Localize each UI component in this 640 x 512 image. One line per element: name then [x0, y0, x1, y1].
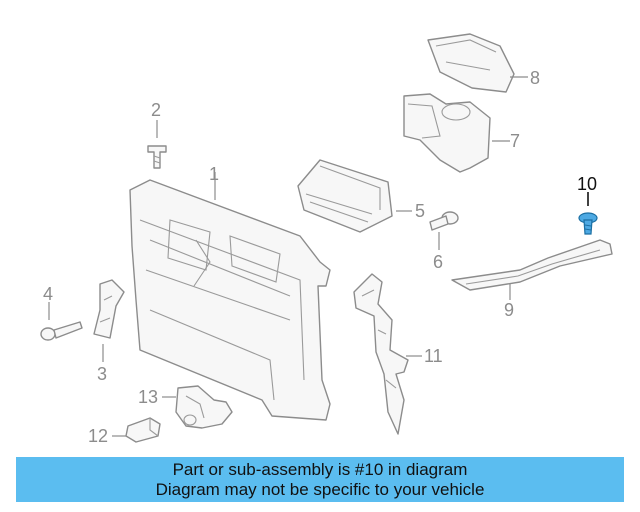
info-banner: Part or sub-assembly is #10 in diagram D… [16, 457, 624, 502]
banner-line-1: Part or sub-assembly is #10 in diagram [172, 459, 468, 479]
part-10-bolt[interactable] [578, 212, 598, 235]
part-8-intake-duct[interactable] [427, 33, 515, 93]
callout-1: 1 [209, 164, 219, 184]
part-12-switch[interactable] [125, 417, 161, 443]
callout-8: 8 [530, 68, 540, 88]
part-7-air-box[interactable] [403, 93, 491, 173]
callout-2: 2 [151, 100, 161, 120]
callout-3: 3 [97, 364, 107, 384]
part-11-air-deflector[interactable] [353, 273, 409, 435]
callout-12: 12 [88, 426, 108, 446]
callout-13: 13 [138, 387, 158, 407]
callout-11: 11 [424, 346, 443, 366]
callout-4: 4 [43, 284, 53, 304]
part-3-bracket[interactable] [93, 279, 125, 339]
leader-lines [48, 76, 589, 437]
callout-6: 6 [433, 252, 443, 272]
callout-7: 7 [510, 131, 520, 151]
part-5-air-guide[interactable] [297, 159, 393, 233]
callout-10: 10 [577, 174, 597, 194]
callout-labels: 1 2 3 4 5 6 7 8 9 10 11 12 13 [43, 68, 597, 446]
part-6-bolt[interactable] [429, 211, 459, 231]
callout-9: 9 [504, 300, 514, 320]
banner-line-2: Diagram may not be specific to your vehi… [155, 479, 485, 499]
part-1-radiator-support[interactable] [129, 179, 331, 421]
callout-5: 5 [415, 201, 425, 221]
part-9-reinforcement-bar[interactable] [451, 239, 613, 291]
part-2-bolt[interactable] [147, 145, 167, 169]
part-13-latch-bracket[interactable] [175, 385, 233, 429]
part-4-bolt[interactable] [40, 321, 83, 341]
